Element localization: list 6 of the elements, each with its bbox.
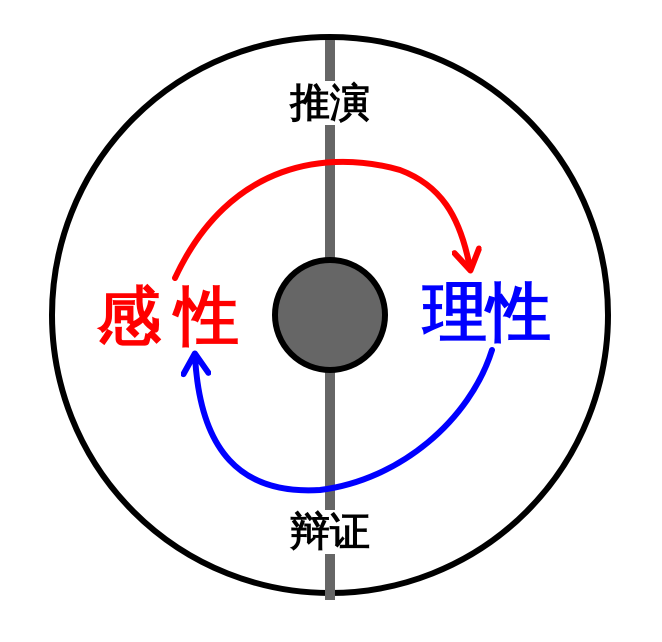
- edge-label: 辩证: [288, 510, 372, 554]
- edge-label: 推演: [288, 81, 372, 125]
- concept-label: 感性: [95, 280, 255, 352]
- concept-label: 理性: [412, 276, 562, 348]
- curved-arrow: [172, 158, 482, 281]
- curved-arrow: [181, 347, 495, 494]
